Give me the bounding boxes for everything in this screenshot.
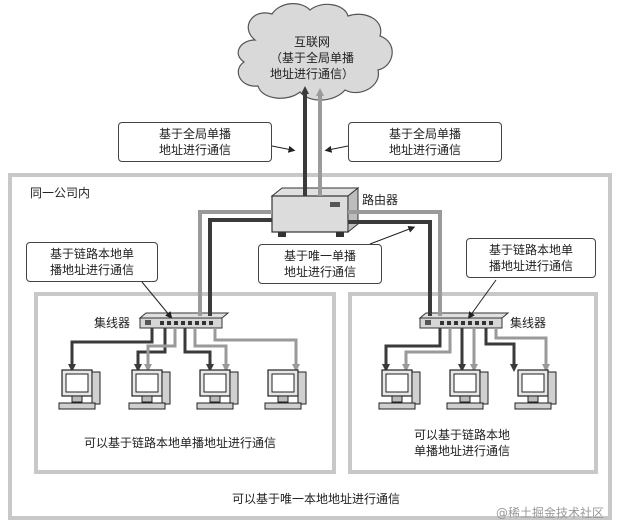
pointer-link-local-right [467, 279, 497, 319]
path-right-pc1-gray [402, 328, 452, 372]
company-boundary [8, 173, 612, 520]
hub-left-label: 集线器 [94, 316, 131, 330]
path-left-pc3 [183, 328, 214, 372]
router-hub-paths [198, 210, 442, 316]
callout-global-left-line2: 地址进行通信 [158, 143, 231, 157]
pc-right-3 [514, 369, 557, 410]
callout-pointers [141, 145, 497, 319]
path-right-pc1-dark [382, 328, 442, 372]
router-device [270, 186, 360, 237]
router-label: 路由器 [362, 193, 399, 207]
path-left-pc2 [134, 328, 167, 372]
internet-line2: 地址进行通信） [269, 67, 354, 81]
path-left-pc4-gray [213, 328, 300, 372]
callout-unique-local: 基于唯一单播 地址进行通信 [258, 244, 382, 284]
lan-right-caption-2: 单播地址进行通信 [414, 444, 511, 458]
pc-right-1 [378, 369, 421, 410]
pointer-global-right [324, 145, 349, 153]
pc-left-1 [58, 369, 101, 410]
path-router-right-dark [348, 220, 432, 316]
callout-global-right: 基于全局单播 地址进行通信 [348, 122, 502, 162]
path-router-right-gray [348, 210, 442, 316]
callout-global-right-line1: 基于全局单播 [388, 127, 461, 141]
lan-right-caption-1: 可以基于链路本地 [414, 428, 511, 442]
internet-title: 互联网 [293, 35, 330, 49]
lan-left-caption: 可以基于链路本地单播地址进行通信 [84, 436, 277, 450]
pointer-link-local-left [141, 281, 173, 319]
callout-link-local-left: 基于链路本地单 播地址进行通信 [26, 242, 158, 282]
path-right-pc3-gray [494, 328, 550, 372]
lan-right-boundary [348, 292, 598, 474]
pointer-global-left [271, 145, 296, 153]
pc-right-2 [446, 369, 489, 410]
pc-left-3 [196, 369, 239, 410]
internet-paths [301, 86, 324, 196]
path-right-pc3-dark [484, 328, 518, 372]
lan-left-boundary [34, 292, 336, 474]
internet-cloud [237, 3, 393, 101]
callout-link-local-left-line1: 基于链路本地单 [49, 247, 134, 261]
internet-line1: （基于全局单播 [269, 51, 354, 65]
path-left-pc3-gray [193, 328, 230, 372]
right-lan-paths [382, 328, 550, 372]
hub-left-device [138, 312, 230, 329]
callout-link-local-right-line2: 播地址进行通信 [488, 259, 573, 273]
callout-link-local-right-line1: 基于链路本地单 [488, 243, 573, 257]
callout-unique-local-line2: 地址进行通信 [283, 265, 356, 279]
callout-global-left-line1: 基于全局单播 [158, 127, 231, 141]
company-caption: 可以基于唯一本地地址进行通信 [232, 492, 401, 506]
watermark: @稀土掘金技术社区 [496, 506, 605, 520]
path-router-left-dark [208, 218, 272, 316]
callout-link-local-right: 基于链路本地单 播地址进行通信 [466, 238, 596, 278]
pc-left-4 [264, 369, 307, 410]
hub-right-label: 集线器 [510, 316, 547, 330]
left-lan-paths [68, 328, 300, 372]
callout-link-local-left-line2: 播地址进行通信 [49, 263, 134, 277]
path-router-left-gray [198, 210, 272, 316]
callout-unique-local-line1: 基于唯一单播 [283, 249, 356, 263]
pc-left-2 [128, 369, 171, 410]
company-label: 同一公司内 [30, 186, 91, 200]
internet-label: 互联网 （基于全局单播 地址进行通信） [252, 34, 372, 82]
path-left-pc2-gray [144, 328, 177, 372]
pointer-unique-local [369, 225, 416, 245]
callout-global-left: 基于全局单播 地址进行通信 [118, 122, 272, 162]
callout-global-right-line2: 地址进行通信 [388, 143, 461, 157]
path-left-pc1 [68, 328, 154, 372]
hub-right-device [418, 312, 510, 329]
